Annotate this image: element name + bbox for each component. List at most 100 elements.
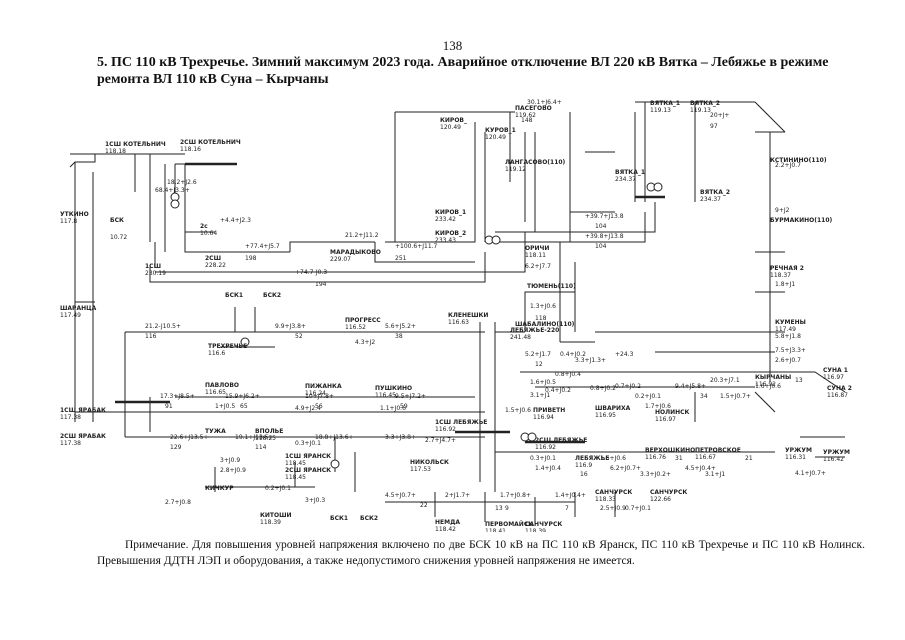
- flow-label: 5.2+J1.7: [525, 351, 551, 358]
- svg-text:116.42: 116.42: [823, 456, 844, 463]
- svg-text:БСК1: БСК1: [225, 292, 243, 299]
- flow-label: 1.1+J0.6: [380, 405, 406, 412]
- flow-label: 13: [495, 505, 503, 512]
- svg-text:118.39: 118.39: [260, 519, 281, 526]
- svg-text:234.37: 234.37: [615, 176, 636, 183]
- svg-text:118.41: 118.41: [485, 528, 506, 532]
- flow-label: 148: [521, 117, 533, 124]
- flow-label: 20.3+J7.1: [710, 377, 740, 384]
- flow-label: +24.3: [615, 351, 634, 358]
- svg-text:ПРИВЕТН: ПРИВЕТН: [533, 407, 565, 414]
- flow-label: 30.1+J6.4+: [527, 99, 562, 106]
- flow-label: 0.8+J0.4: [555, 371, 581, 378]
- flow-label: 118: [535, 315, 547, 322]
- flow-label: 20+J+: [710, 112, 729, 119]
- svg-text:УРЖУМ: УРЖУМ: [785, 447, 812, 454]
- svg-text:ПЕТРОВСКОЕ: ПЕТРОВСКОЕ: [695, 447, 741, 454]
- node-bsk_kot: БСК: [110, 217, 124, 224]
- flow-label: 251: [395, 255, 407, 262]
- flow-label: 3+J0.9: [220, 457, 240, 464]
- svg-text:116.92: 116.92: [435, 426, 456, 433]
- flow-label: 56: [315, 403, 323, 410]
- svg-text:ВЯТКА_1: ВЯТКА_1: [615, 169, 645, 176]
- flow-label: 18.8+J13.6+: [315, 434, 354, 441]
- svg-text:118.25: 118.25: [255, 435, 276, 442]
- flow-label: 6.2+J0.7+: [610, 465, 641, 472]
- flow-label: 13: [795, 377, 803, 384]
- svg-text:116.92: 116.92: [535, 444, 556, 451]
- flow-label: 2.7+J4.7+: [425, 437, 456, 444]
- flow-label: 2.7+J0.8: [165, 499, 191, 506]
- flow-label: 4.1+J0.7+: [795, 470, 826, 477]
- flow-label: 1.6+J0.5: [530, 379, 556, 386]
- flow-label: 59: [400, 403, 408, 410]
- svg-text:САНЧУРСК: САНЧУРСК: [595, 489, 632, 496]
- svg-text:117.49: 117.49: [775, 326, 796, 333]
- svg-text:ПАСЕГОВО: ПАСЕГОВО: [515, 105, 552, 112]
- svg-text:ВЯТКА_2: ВЯТКА_2: [690, 100, 720, 107]
- svg-text:ПАВЛОВО: ПАВЛОВО: [205, 382, 239, 389]
- svg-text:118.18: 118.18: [105, 148, 126, 155]
- svg-text:119.13: 119.13: [650, 107, 671, 114]
- svg-text:233.43: 233.43: [435, 237, 456, 244]
- flow-label: 68.4+J3.3+: [155, 187, 190, 194]
- svg-text:КИРОВ_: КИРОВ_: [440, 117, 467, 124]
- svg-text:УТКИНО: УТКИНО: [60, 211, 89, 218]
- flow-label: +74.7-J0.3: [295, 269, 327, 276]
- flow-label: 22.6+J13.5+: [170, 434, 209, 441]
- svg-text:КУРОВ_1: КУРОВ_1: [485, 127, 516, 134]
- flow-label: 2+J1.7+: [445, 492, 470, 499]
- flow-label: 18.2+J2.6: [167, 179, 197, 186]
- svg-text:НИКОЛЬСК: НИКОЛЬСК: [410, 459, 449, 466]
- svg-text:116.67: 116.67: [695, 454, 716, 461]
- flow-label: 2.8+J0.9: [220, 467, 246, 474]
- svg-text:229.07: 229.07: [330, 256, 351, 263]
- flow-label: 3.1+J1: [705, 471, 725, 478]
- flow-label: +100.6+J11.7: [395, 243, 438, 250]
- svg-text:116.45: 116.45: [375, 392, 396, 399]
- flow-label: 0.7+J0.2: [615, 383, 641, 390]
- svg-text:118.39: 118.39: [525, 528, 546, 532]
- flow-label: 1.8+J1: [775, 281, 795, 288]
- svg-text:НОЛИНСК: НОЛИНСК: [655, 409, 690, 416]
- flow-label: +4.4+J2.3: [220, 217, 251, 224]
- svg-text:1СШ: 1СШ: [145, 263, 161, 270]
- svg-text:БУРМАКИНО(110): БУРМАКИНО(110): [770, 217, 833, 224]
- flow-label: +77.4+J5.7: [245, 243, 280, 250]
- svg-text:ТУЖА: ТУЖА: [205, 428, 226, 435]
- flow-label: 9: [505, 505, 509, 512]
- flow-label: 1.5+J0.6: [505, 407, 531, 414]
- svg-text:ШВАРИХА: ШВАРИХА: [595, 405, 631, 412]
- flow-label: 4.5+J0.7+: [385, 492, 416, 499]
- flow-label: 52: [295, 333, 303, 340]
- flow-label: 17.3+J8.5+: [160, 393, 195, 400]
- flow-label: 10+J7.8+: [305, 393, 334, 400]
- svg-text:ШАРАНЦА: ШАРАНЦА: [60, 305, 97, 312]
- flow-label: 2.2+J0.7: [775, 162, 801, 169]
- svg-text:241.48: 241.48: [510, 334, 531, 341]
- svg-text:БСК2: БСК2: [360, 515, 378, 522]
- flow-label: 129: [170, 444, 182, 451]
